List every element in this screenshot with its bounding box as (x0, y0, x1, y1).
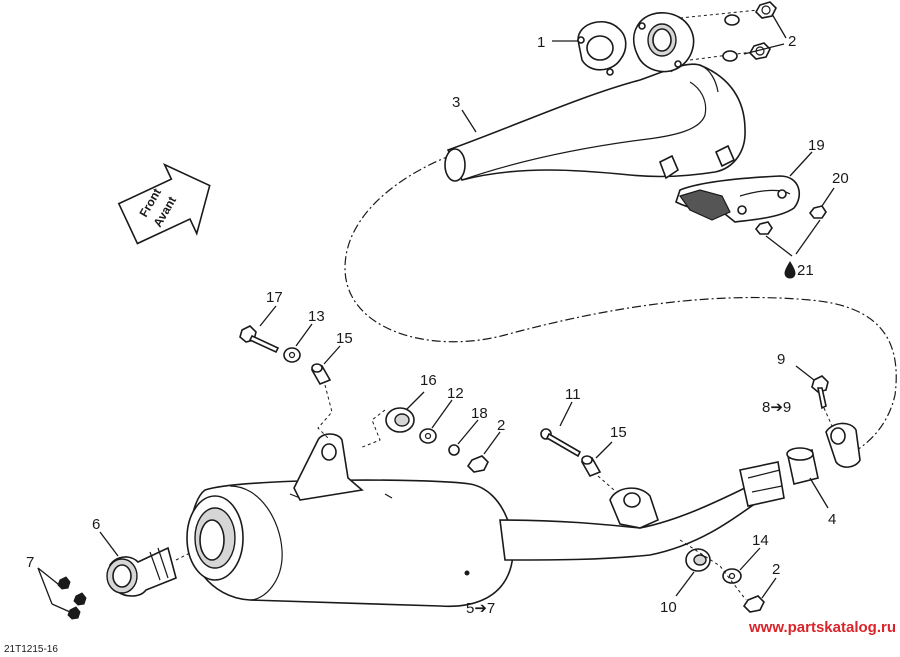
grommet-16 (385, 407, 415, 433)
callout-12: 12 (447, 385, 464, 402)
callout-2-top: 2 (788, 33, 796, 50)
mid-pipe-bracket (609, 487, 659, 529)
washer-14 (722, 568, 742, 584)
callout-4: 4 (828, 511, 836, 528)
callout-3: 3 (452, 94, 460, 111)
callout-7: 7 (26, 554, 34, 571)
mid-pipe (499, 461, 785, 561)
flange-nut-top (755, 1, 777, 19)
callout-16: 16 (420, 372, 437, 389)
spark-arrestor (106, 546, 177, 597)
screw-7 (57, 576, 71, 590)
grommet-10 (685, 548, 711, 572)
washer-top (724, 14, 740, 26)
muffler (186, 479, 514, 608)
front-direction-arrow: Front (117, 162, 211, 245)
callout-2-bottom: 2 (772, 561, 780, 578)
alignment-line (823, 407, 833, 427)
heat-shield (675, 175, 801, 223)
spacer-15-left (310, 363, 332, 386)
clamp (825, 422, 861, 468)
exhaust-header-pipe (444, 19, 746, 182)
washer-12 (419, 428, 437, 444)
exhaust-gasket (577, 20, 627, 76)
screw-7 (67, 606, 81, 620)
alignment-line (317, 384, 333, 441)
spacer-15-mid (580, 455, 602, 478)
alignment-line (679, 9, 759, 19)
assembly-outline (344, 154, 897, 461)
callout-17: 17 (266, 289, 283, 306)
callout-10: 10 (660, 599, 677, 616)
callout-5-to-7: 5➔7 (466, 600, 495, 617)
muffler-bracket (293, 433, 364, 501)
callout-21: 21 (797, 262, 814, 279)
flange-nut-bottom (749, 42, 771, 60)
coupler-sleeve (786, 447, 819, 485)
header-flange (632, 12, 695, 73)
nut-2-bottom (742, 595, 765, 613)
callout-14: 14 (752, 532, 769, 549)
callout-6: 6 (92, 516, 100, 533)
bolt-9 (811, 375, 829, 410)
alignment-line (689, 51, 753, 61)
leader-lines (37, 13, 835, 613)
callouts: 1 2 3 19 20 21 17 13 15 16 12 18 2 11 15… (26, 33, 849, 617)
header-clamp (658, 144, 736, 180)
callout-13: 13 (308, 308, 325, 325)
diagram-reference: 21T1215-16 (4, 644, 58, 655)
spacer-18 (448, 444, 460, 456)
callout-18: 18 (471, 405, 488, 422)
callout-2-mid: 2 (497, 417, 505, 434)
callout-19: 19 (808, 137, 825, 154)
washer-13 (283, 347, 301, 363)
shield-screw-lower (754, 221, 773, 235)
bolt-11 (540, 428, 582, 458)
callout-1: 1 (537, 34, 545, 51)
screw-7 (73, 592, 87, 606)
loctite-drop-icon (784, 261, 796, 279)
bolt-17 (239, 325, 280, 354)
callout-15-mid: 15 (610, 424, 627, 441)
alignment-line (175, 551, 193, 561)
callout-9: 9 (777, 351, 785, 368)
washer-bottom (722, 50, 738, 62)
callout-11: 11 (565, 386, 581, 403)
alignment-line (359, 409, 386, 449)
watermark: www.partskatalog.ru (748, 619, 896, 636)
alignment-line (597, 475, 615, 491)
callout-15-left: 15 (336, 330, 353, 347)
callout-20: 20 (832, 170, 849, 187)
callout-8-to-9: 8➔9 (762, 399, 791, 416)
nut-2-mid (466, 455, 489, 473)
shield-screw (808, 205, 827, 219)
